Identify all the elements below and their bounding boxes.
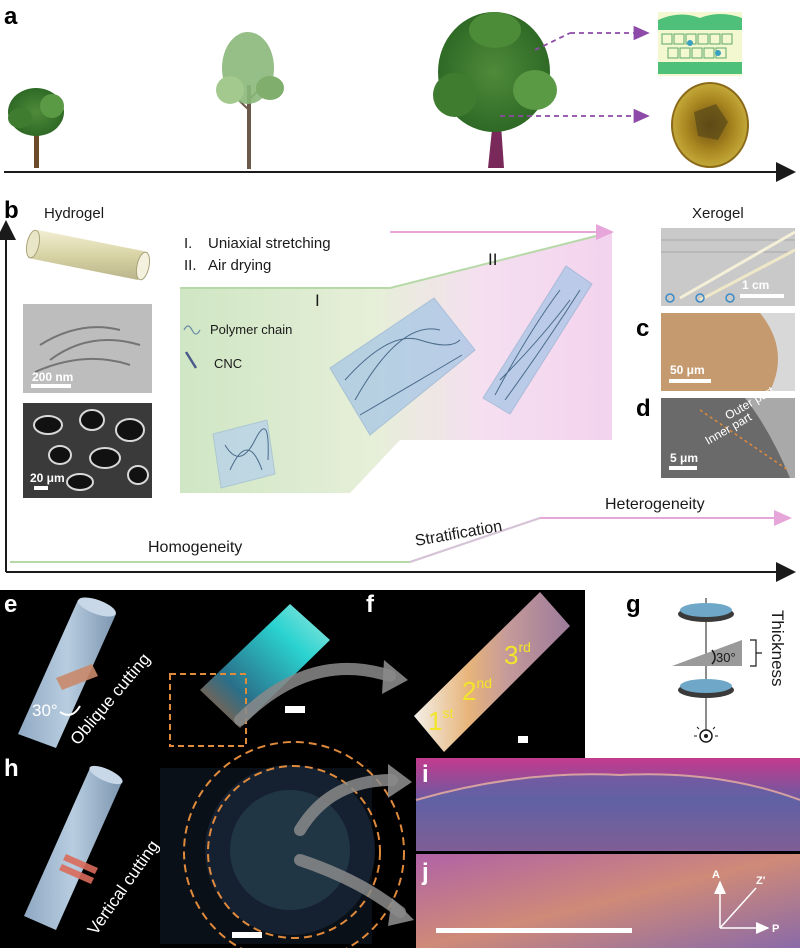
- dash-arrow-upper: [534, 32, 571, 51]
- zoom-arrow-h-to-i: [294, 774, 398, 836]
- stratified-section-image: [414, 592, 570, 752]
- panel-label-b: b: [4, 197, 19, 224]
- zoom-arrow-e-to-f: [234, 662, 396, 726]
- legend-polymer-chain: Polymer chain: [210, 322, 292, 337]
- panel-d-scale-label: 5 μm: [670, 451, 698, 465]
- angle-arc-g: [711, 649, 716, 665]
- stage-ii-label: II: [488, 250, 497, 269]
- layer-2nd-label: 2nd: [462, 675, 492, 706]
- sem-scale-label: 20 μm: [30, 471, 65, 485]
- photo-scale-label: 1 cm: [742, 278, 769, 292]
- panel-label-g: g: [626, 591, 641, 618]
- step-i-text: Uniaxial stretching: [208, 235, 331, 252]
- gel-stretched-stage-ii: [482, 265, 593, 415]
- homogeneity-label: Homogeneity: [148, 539, 242, 556]
- cnc-icon: [184, 351, 198, 369]
- thickness-label: Thickness: [768, 610, 787, 687]
- panel-c-scale-bar: [669, 379, 711, 383]
- medium-tree-icon: [216, 32, 284, 169]
- outer-dashed-circle: [183, 741, 405, 948]
- gel-cube-initial: [212, 419, 276, 489]
- xerogel-label: Xerogel: [692, 205, 744, 222]
- polymer-chain-icon: [183, 325, 201, 335]
- trunk-ring-icon: [671, 82, 749, 168]
- large-tree-icon: [433, 12, 557, 168]
- photo-scale-bar: [740, 294, 784, 298]
- panel-c-scale-label: 50 μm: [670, 363, 705, 377]
- small-tree-icon: [8, 88, 64, 168]
- angle-arc-e: [59, 705, 81, 716]
- panel-e-scale-bar: [285, 706, 305, 713]
- leaf-cross-section-icon: [658, 12, 742, 76]
- stage-i-label: I: [315, 291, 320, 310]
- step-ii-number: II.: [184, 257, 197, 274]
- tem-scale-label: 200 nm: [32, 370, 73, 384]
- panel-label-c: c: [636, 315, 649, 342]
- tem-image: [23, 304, 152, 393]
- panel-label-a: a: [4, 3, 18, 30]
- light-source-icon: [694, 724, 718, 743]
- vertical-cut-rod: [24, 765, 123, 930]
- axis-z-label: Z': [756, 875, 766, 887]
- panel-j-image: [416, 854, 800, 948]
- panel-label-d: d: [636, 395, 651, 422]
- heterogeneity-label: Heterogeneity: [605, 496, 705, 513]
- legend-cnc: CNC: [214, 356, 242, 371]
- thickness-bracket: [750, 639, 762, 667]
- panel-label-i: i: [422, 761, 429, 788]
- panel-label-f: f: [366, 591, 375, 618]
- angle-label-g: 30°: [716, 650, 736, 665]
- panel-h-scale-bar: [232, 932, 262, 938]
- tem-scale-bar: [31, 384, 71, 388]
- polarization-axes-icon: [714, 880, 770, 934]
- layer-1st-label: 1st: [428, 705, 453, 736]
- panel-label-j: j: [421, 859, 429, 886]
- panel-label-h: h: [4, 755, 19, 782]
- layer-3rd-label: 3rd: [504, 639, 531, 670]
- oblique-section-image: [200, 604, 330, 728]
- axis-p-label: P: [772, 923, 779, 935]
- step-ii-text: Air drying: [208, 257, 271, 274]
- panel-f-scale-bar: [518, 736, 528, 743]
- panel-j-scale-bar: [436, 928, 632, 933]
- angle-label-e: 30°: [32, 701, 58, 720]
- wedge-sample-icon: [672, 640, 742, 666]
- sem-scale-bar: [34, 486, 48, 490]
- xerogel-photo: [661, 228, 795, 306]
- oblique-cut-rod: [18, 597, 116, 748]
- polarizer-top-icon: [678, 603, 734, 622]
- inner-dashed-circle: [207, 765, 381, 939]
- gel-stretched-stage-i: [329, 297, 476, 436]
- stratification-line: [409, 517, 541, 563]
- step-i-number: I.: [184, 235, 192, 252]
- panel-d-scale-bar: [669, 466, 697, 470]
- panel-label-e: e: [4, 591, 17, 618]
- hydrogel-label: Hydrogel: [44, 205, 104, 222]
- polarizer-bottom-icon: [678, 679, 734, 698]
- axis-a-label: A: [712, 869, 720, 881]
- hydrogel-cylinder: [25, 229, 151, 281]
